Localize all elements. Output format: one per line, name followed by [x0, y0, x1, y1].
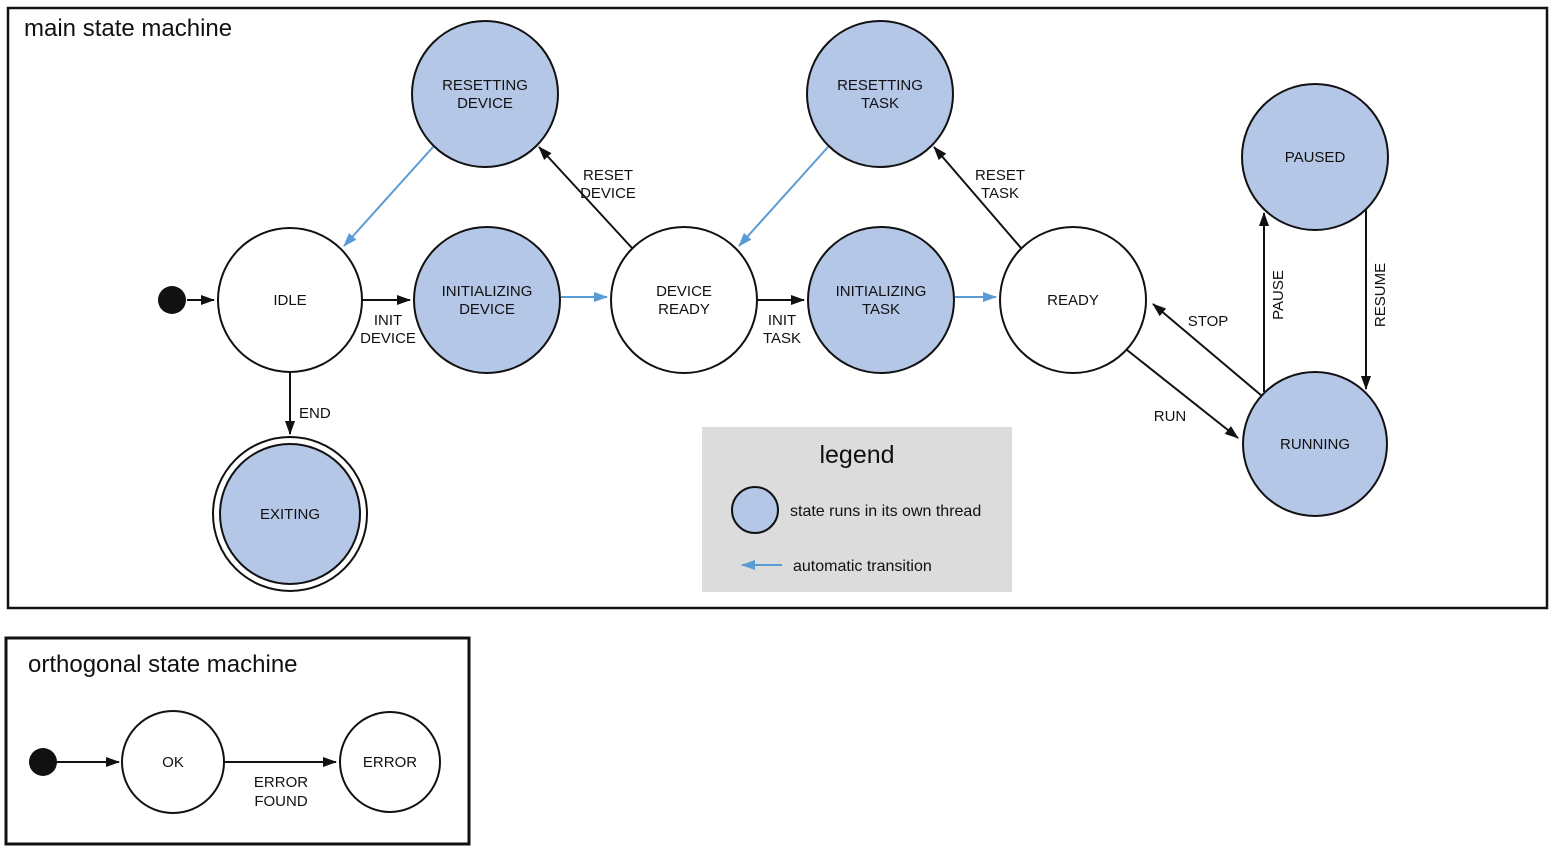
- state-initializing-device-label: DEVICE: [459, 301, 515, 318]
- transition-init-device-label: DEVICE: [360, 330, 416, 347]
- legend: legend state runs in its own thread auto…: [702, 427, 1012, 592]
- legend-threaded-state-swatch: [731, 486, 779, 534]
- transition-reset-device-label: RESET: [583, 167, 633, 184]
- transition-init-task-label: TASK: [763, 330, 801, 347]
- state-idle-label: IDLE: [273, 292, 306, 309]
- state-error: ERROR: [339, 711, 441, 813]
- state-initializing-device: INITIALIZING DEVICE: [413, 226, 561, 374]
- state-resetting-task-label: RESETTING: [837, 77, 923, 94]
- main-panel-title: main state machine: [24, 15, 232, 42]
- state-ready-label: READY: [1047, 292, 1099, 309]
- state-ready: READY: [999, 226, 1147, 374]
- initial-state-dot: [29, 748, 57, 776]
- state-ok: OK: [121, 710, 225, 814]
- transition-reset-task-label: RESET: [975, 167, 1025, 184]
- orthogonal-state-machine-panel: orthogonal state machine ERROR FOUND OK …: [4, 636, 471, 846]
- transition-stop-label: STOP: [1188, 313, 1229, 330]
- orthogonal-panel-title: orthogonal state machine: [28, 651, 298, 678]
- state-ok-label: OK: [162, 754, 184, 771]
- legend-title: legend: [819, 441, 894, 469]
- state-resetting-device: RESETTING DEVICE: [411, 20, 559, 168]
- transition-stop-arrow: [1152, 303, 1263, 397]
- state-running: RUNNING: [1242, 371, 1388, 517]
- transition-run-label: RUN: [1154, 408, 1187, 425]
- transition-run-arrow: [1126, 349, 1239, 439]
- state-device-ready-label: DEVICE: [656, 283, 712, 300]
- main-state-machine-panel: main state machine INIT DEVICE INIT TASK…: [6, 6, 1549, 610]
- state-resetting-task: RESETTING TASK: [806, 20, 954, 168]
- state-idle: IDLE: [217, 227, 363, 373]
- legend-thread-label: state runs in its own thread: [790, 503, 981, 520]
- transition-auto-resetting-device-to-idle-arrow: [343, 146, 434, 247]
- state-exiting-label: EXITING: [260, 506, 320, 523]
- transition-auto-resetting-task-to-device-ready-arrow: [738, 146, 829, 247]
- transition-pause-label: PAUSE: [1270, 270, 1287, 320]
- legend-auto-label: automatic transition: [793, 558, 932, 575]
- state-resetting-task-label: TASK: [861, 95, 899, 112]
- state-initializing-task: INITIALIZING TASK: [807, 226, 955, 374]
- state-exiting-final: EXITING: [212, 436, 368, 592]
- state-initializing-task-label: TASK: [862, 301, 900, 318]
- transition-reset-device-label: DEVICE: [580, 185, 636, 202]
- transition-error-found-label: FOUND: [254, 793, 307, 810]
- state-error-label: ERROR: [363, 754, 417, 771]
- state-running-label: RUNNING: [1280, 436, 1350, 453]
- transition-end-label: END: [299, 405, 331, 422]
- initial-state-dot: [158, 286, 186, 314]
- state-device-ready: DEVICE READY: [610, 226, 758, 374]
- transition-error-found-label: ERROR: [254, 774, 308, 791]
- transition-reset-device-arrow: [538, 146, 633, 249]
- state-initializing-task-label: INITIALIZING: [836, 283, 927, 300]
- state-paused-label: PAUSED: [1285, 149, 1346, 166]
- state-initializing-device-label: INITIALIZING: [442, 283, 533, 300]
- state-resetting-device-label: DEVICE: [457, 95, 513, 112]
- transition-init-device-label: INIT: [374, 312, 402, 329]
- state-device-ready-label: READY: [658, 301, 710, 318]
- transition-reset-task-label: TASK: [981, 185, 1019, 202]
- transition-init-task-label: INIT: [768, 312, 796, 329]
- state-paused: PAUSED: [1241, 83, 1389, 231]
- transition-reset-task-arrow: [933, 146, 1022, 249]
- transition-resume-label: RESUME: [1372, 263, 1389, 327]
- state-resetting-device-label: RESETTING: [442, 77, 528, 94]
